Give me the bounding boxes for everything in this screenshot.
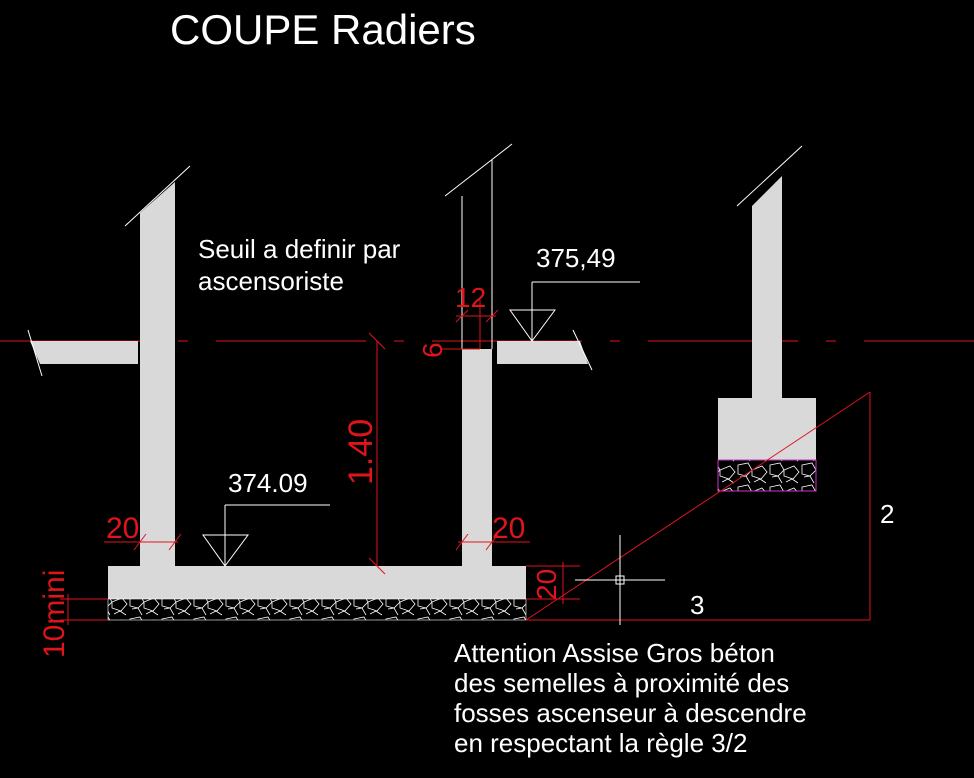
break-line-footing (736, 145, 803, 207)
ground-slab-left (30, 341, 138, 364)
level-top-triangle (509, 309, 556, 342)
dim-20-left-tick1 (133, 533, 147, 551)
rule-diagonal-line (525, 391, 871, 621)
dim-20-left-tick2 (168, 533, 182, 551)
warning-note-line3: fosses ascenseur à descendre (454, 698, 807, 728)
dim-140-tick-top (368, 332, 386, 350)
pit-wall-right (462, 349, 492, 566)
footing-block (718, 398, 816, 460)
dim-140-label: 1.40 (342, 419, 380, 485)
threshold-note-line1: Seuil a definir par (198, 234, 401, 264)
rule-horizontal-label: 3 (690, 590, 704, 620)
footing-gravel (717, 459, 817, 492)
pit-slab (108, 566, 526, 599)
dim-12-tick-left (455, 309, 469, 323)
dim-12-label: 12 (455, 282, 486, 313)
level-bottom-label: 374.09 (228, 468, 308, 498)
break-line-right (572, 329, 593, 371)
warning-note-line4: en respectant la règle 3/2 (454, 728, 747, 758)
threshold-note-line2: ascensoriste (198, 266, 344, 296)
dim-20-right-label: 20 (492, 512, 525, 545)
level-top-label: 375,49 (536, 243, 616, 273)
break-line-wall-left (124, 165, 191, 227)
break-line-left (27, 329, 43, 377)
footing-wall (752, 176, 782, 398)
dim-20-slab-label: 20 (531, 569, 562, 600)
dim-140-tick-bottom (368, 557, 386, 575)
level-bottom-triangle (202, 534, 249, 567)
dim-20-right-tick1 (455, 533, 469, 551)
dim-10mini-label: 10mini (38, 570, 71, 658)
threshold-break-line (444, 143, 513, 197)
drawing-title: COUPE Radiers (170, 6, 476, 53)
pit-wall-left (140, 182, 175, 566)
rule-vertical-label: 2 (880, 499, 894, 529)
dim-6-label: 6 (417, 342, 448, 358)
warning-note-line1: Attention Assise Gros béton (454, 638, 775, 668)
dim-20-left-label: 20 (106, 512, 139, 545)
warning-note-line2: des semelles à proximité des (454, 668, 789, 698)
dim-20-right-tick2 (485, 533, 499, 551)
pit-gravel (107, 598, 527, 621)
dim-12-tick-right (485, 309, 499, 323)
ground-slab-right (497, 341, 588, 364)
crosshair-box (615, 575, 625, 585)
